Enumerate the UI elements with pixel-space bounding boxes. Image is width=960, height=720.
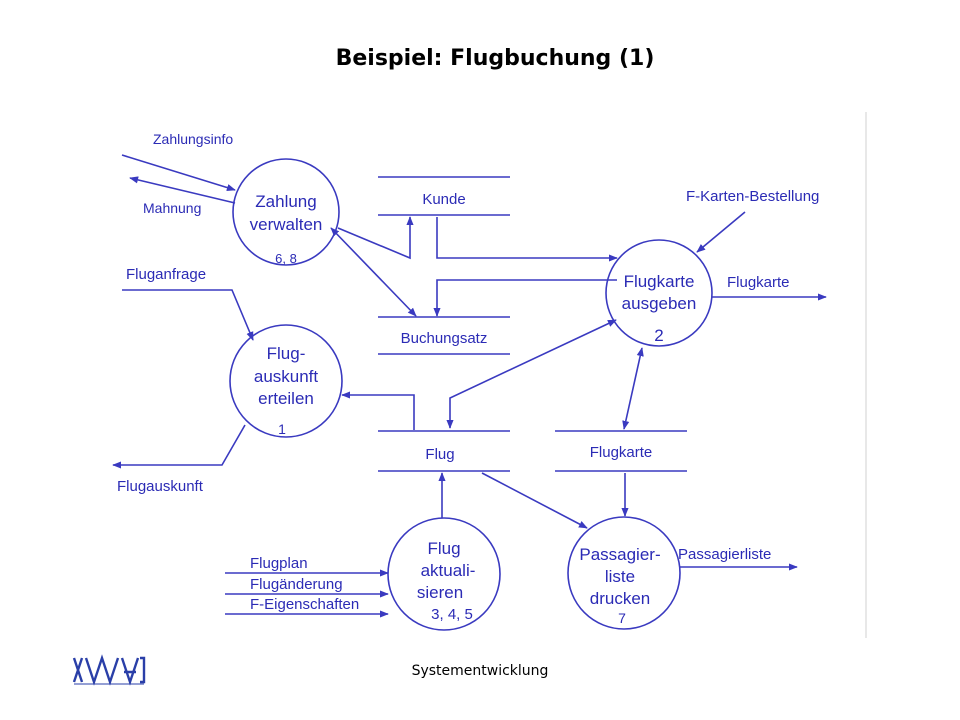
process-number: 3, 4, 5 xyxy=(431,606,473,623)
logo xyxy=(72,654,146,686)
store-label-buchungsatz: Buchungsatz xyxy=(401,330,488,347)
process-number: 6, 8 xyxy=(275,251,297,266)
flow-flug-to-flugkarte xyxy=(446,319,617,429)
store-kunde xyxy=(378,176,510,216)
store-label-flug: Flug xyxy=(425,446,454,463)
process-label: ausgeben xyxy=(622,294,697,313)
flow-label-flugkarte: Flugkarte xyxy=(727,274,790,291)
process-label: liste xyxy=(605,567,635,586)
flow-label-passagierliste: Passagierliste xyxy=(678,546,771,563)
flow-label-flugplan: Flugplan xyxy=(250,555,308,572)
flow-flug-to-passagierliste xyxy=(481,472,588,529)
store-flugkarte xyxy=(555,430,687,472)
flow-zahlungsinfo-arrow xyxy=(121,154,236,192)
process-label: aktuali- xyxy=(421,561,476,580)
flow-fluganfrage-arrow xyxy=(122,289,254,341)
process-flugauskunft-erteilen xyxy=(229,324,343,438)
process-zahlung-verwalten xyxy=(232,158,340,266)
process-flugkarte-ausgeben xyxy=(605,239,713,347)
process-label: erteilen xyxy=(258,389,314,408)
process-number: 7 xyxy=(618,610,626,626)
flow-flugkarte-process-store xyxy=(622,347,644,430)
process-label: Flugkarte xyxy=(624,272,695,291)
flow-label-flugauskunft: Flugauskunft xyxy=(117,478,204,495)
footer-text: Systementwicklung xyxy=(411,663,549,679)
process-label: sieren xyxy=(417,583,463,602)
flow-flugkarte-to-buchungsatz xyxy=(433,279,617,317)
process-passagierliste-drucken xyxy=(567,516,681,630)
flow-kunde-to-flugkarte xyxy=(436,217,618,262)
process-number: 2 xyxy=(654,326,663,345)
process-label: Flug- xyxy=(267,344,306,363)
process-label: Passagier- xyxy=(579,545,660,564)
process-label: Zahlung xyxy=(255,192,316,211)
flow-label-zahlungsinfo: Zahlungsinfo xyxy=(153,131,233,147)
process-label: verwalten xyxy=(250,215,323,234)
process-label: auskunft xyxy=(254,367,319,386)
process-label: drucken xyxy=(590,589,650,608)
flow-label-flugaenderung: Flugänderung xyxy=(250,576,343,593)
flow-label-fluganfrage: Fluganfrage xyxy=(126,266,206,283)
flow-f-karten-bestellung-arrow xyxy=(696,211,746,253)
flow-flugauskunft-arrow xyxy=(112,424,246,469)
flow-label-f-karten-bestellung: F-Karten-Bestellung xyxy=(686,188,819,205)
flow-zahlung-to-kunde xyxy=(337,216,414,260)
store-label-kunde: Kunde xyxy=(422,191,465,208)
process-label: Flug xyxy=(427,539,460,558)
flow-zahlung-buchungsatz xyxy=(330,227,417,317)
flow-flug-to-auskunft xyxy=(341,391,415,430)
flow-label-f-eigenschaften: F-Eigenschaften xyxy=(250,596,359,613)
flow-mahnung-arrow xyxy=(129,176,236,204)
flow-label-mahnung: Mahnung xyxy=(143,200,201,216)
store-label-flugkarte: Flugkarte xyxy=(590,444,653,461)
store-flug xyxy=(378,430,510,472)
slide-title: Beispiel: Flugbuchung (1) xyxy=(335,46,655,71)
process-number: 1 xyxy=(278,421,286,437)
